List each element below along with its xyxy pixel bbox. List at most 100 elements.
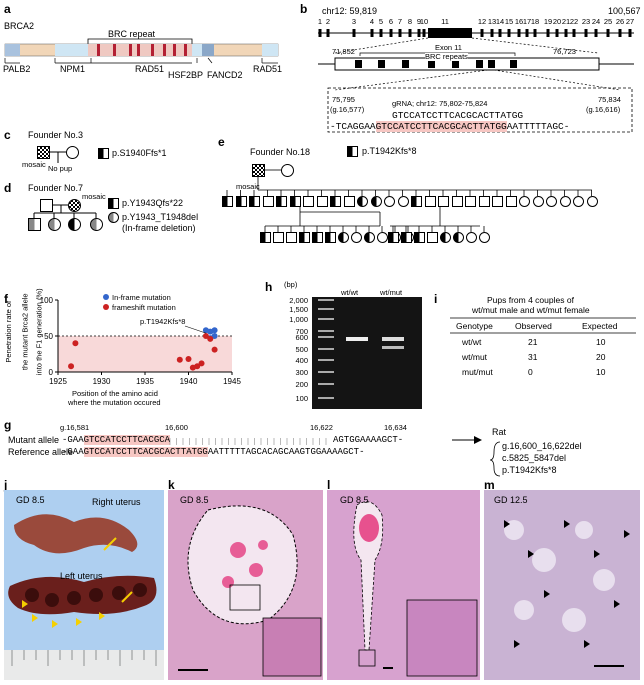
h-lane-1: wt/wt	[341, 288, 359, 297]
panel-e-letter: e	[218, 135, 225, 149]
founder-7-pedigree-lines	[33, 204, 97, 218]
pedigree-male	[424, 196, 436, 207]
gel-ladder-band	[318, 397, 334, 399]
pedigree-female	[440, 232, 451, 243]
exon-number: 23	[582, 17, 590, 26]
founder-7-mutation-1: p.Y1943Qfs*22	[122, 198, 184, 208]
exon-number: 16	[515, 17, 523, 26]
exon-mark	[533, 29, 537, 37]
exon-mark	[398, 29, 402, 37]
f-xlabel-1: Position of the amino acid	[72, 389, 158, 398]
j-gd: GD 8.5	[16, 495, 45, 505]
exon11-start: 71,852	[332, 47, 355, 56]
gel-ladder-band	[318, 318, 334, 320]
h-unit: (bp)	[284, 280, 298, 289]
i-title-1: Pups from 4 couples of	[487, 295, 574, 305]
f-data-point	[202, 333, 209, 339]
f-annot-line	[184, 325, 206, 334]
exon-mark	[318, 29, 322, 37]
pedigree-male	[325, 232, 336, 243]
pedigree-female	[466, 232, 477, 243]
pedigree-female	[377, 232, 388, 243]
gel-image	[312, 297, 422, 409]
f-xtick-label: 1945	[223, 377, 241, 386]
h-ladder-label: 300	[295, 368, 308, 377]
f-data-point	[72, 340, 79, 347]
f-data-point	[211, 327, 218, 334]
i-table-cell: wt/wt	[462, 337, 482, 347]
i-table-cell: mut/mut	[462, 367, 493, 377]
genomic-seq-target: GTCCATCCTTCACGCACTTATGG	[375, 121, 507, 132]
chr-end-coord: 100,567	[608, 6, 641, 16]
exon11-end: 76,723	[553, 47, 576, 56]
j-right-uterus: Right uterus	[92, 497, 141, 507]
founder-7-male	[40, 199, 53, 212]
f-data-point	[176, 356, 183, 363]
g-ref-hl: GTCCATCCTTCACGCACTTATGG	[83, 447, 208, 457]
panel-d-letter: d	[4, 181, 12, 195]
f-data-point	[68, 363, 75, 370]
g-mutant-seq: -GAAGTCCATCCTTCACGCA	[62, 435, 171, 445]
exon-mark	[525, 29, 529, 37]
exon-number: 19	[544, 17, 552, 26]
exon-number: 26	[616, 17, 624, 26]
seq-left-coord-g: (g.16,577)	[330, 105, 365, 114]
h-ladder-label: 200	[295, 380, 308, 389]
pedigree-male	[505, 196, 517, 207]
i-table-cell: 10	[596, 367, 606, 377]
exon-mark	[555, 29, 559, 37]
exon-mark	[584, 29, 588, 37]
exon-number: 7	[398, 17, 402, 26]
h-ladder-label: 1,000	[289, 315, 308, 324]
exon-number: 27	[626, 17, 634, 26]
founder-7-mutation-2-note: (In-frame deletion)	[122, 223, 196, 233]
founder-3-mutation: p.S1940Ffs*1	[112, 148, 167, 158]
g-ref-post: AATTTTTAGCACAGCAAGTGGAAAAGCT-	[207, 447, 365, 457]
g-coord-2: 16,600	[165, 423, 188, 432]
brc-repeat-label: BRC repeat	[108, 29, 156, 39]
exon-mark	[606, 29, 610, 37]
exon-number: 17	[523, 17, 531, 26]
exon-mark	[490, 29, 494, 37]
pedigree-male	[286, 232, 297, 243]
f-data-point	[211, 346, 218, 353]
panel-a-letter: a	[4, 2, 11, 16]
genomic-seq-pre: -TCAGGAA	[330, 121, 376, 132]
g-rat-label: Rat	[492, 427, 507, 437]
exon-number: 6	[389, 17, 393, 26]
i-header-expected: Expected	[582, 321, 618, 331]
gel-ladder-band	[318, 348, 334, 350]
g-arrow	[452, 436, 501, 477]
g-hgvs-1: g.16,600_16,622del	[502, 441, 582, 451]
pedigree-female	[384, 196, 395, 207]
f-annotation: p.T1942Kfs*8	[140, 317, 186, 326]
f-xtick-label: 1935	[136, 377, 154, 386]
exon-number: 13	[488, 17, 496, 26]
g-ref-pre: -GAA	[62, 447, 84, 457]
k-gd: GD 8.5	[180, 495, 209, 505]
exon-number: 22	[570, 17, 578, 26]
seq-left-coord: 75,795	[332, 95, 355, 104]
exon-mark	[352, 29, 356, 37]
pedigree-female	[370, 196, 382, 207]
f-data-point	[185, 356, 192, 363]
f-ytick-label: 100	[40, 296, 54, 305]
partner-rad51-c: RAD51	[253, 64, 283, 74]
exon-number: 12	[478, 17, 486, 26]
f-ytick-label: 50	[44, 332, 53, 341]
g-coord-1: g.16,581	[60, 423, 90, 432]
f-data-point	[207, 335, 214, 342]
exon-number: 20	[553, 17, 561, 26]
exon-number: 21	[562, 17, 570, 26]
gel-ladder-band	[318, 299, 334, 301]
founder-18-mosaic: mosaic	[236, 182, 260, 191]
pedigree-male	[289, 196, 301, 207]
g-mut-pre: -GAA	[62, 435, 84, 445]
h-ladder-label: 700	[295, 327, 308, 336]
founder-7-legend-2	[108, 212, 119, 223]
pedigree-male	[312, 232, 323, 243]
exon-mark	[517, 29, 521, 37]
i-table-lines	[450, 317, 636, 334]
